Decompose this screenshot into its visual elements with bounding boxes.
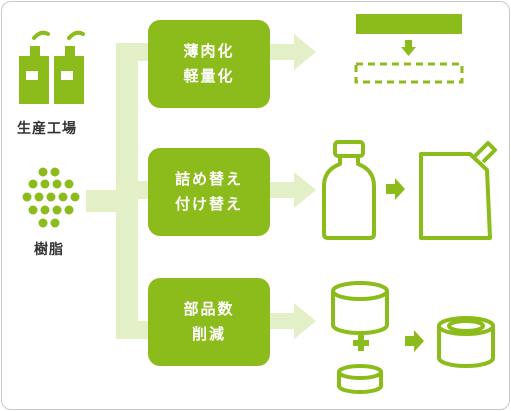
right-arrow-icon: [386, 178, 405, 200]
method-line: 薄肉化: [183, 42, 235, 60]
method-line: 付け替え: [174, 195, 243, 213]
combined-part-icon: [437, 316, 495, 368]
flow-branch-bottom: [116, 321, 150, 339]
thick-sheet: [356, 14, 462, 34]
cap-part-icon: [337, 364, 383, 394]
thin-sheet: [354, 62, 464, 84]
bottle-icon: [322, 140, 376, 240]
flow-connectors: [86, 34, 316, 339]
resin-label: 樹脂: [34, 242, 64, 258]
plus-icon: [353, 335, 369, 351]
method-line: 部品数: [183, 300, 235, 318]
arrow-top: [268, 34, 316, 70]
pouch-icon: [419, 141, 497, 240]
cylinder-part-icon: [331, 281, 389, 335]
factory-label: 生産工場: [17, 121, 77, 137]
method-box-thinning: 薄肉化 軽量化: [148, 20, 270, 108]
right-arrow-icon: [405, 330, 424, 352]
method-line: 軽量化: [183, 67, 235, 85]
arrow-bottom: [268, 303, 316, 339]
parts-reduction: [331, 281, 495, 394]
method-box-refill: 詰め替え 付け替え: [148, 148, 270, 236]
resin-pellets-icon: [22, 167, 80, 228]
flow-branch-middle: [116, 181, 150, 199]
method-line: 詰め替え: [174, 170, 243, 188]
factory-icon: [19, 30, 85, 104]
flow-branch-top: [116, 43, 150, 61]
refill-bottle-pouch: [322, 140, 497, 240]
method-line: 削減: [191, 325, 226, 343]
method-box-parts-reduction: 部品数 削減: [148, 278, 270, 366]
thinning-diagram: [354, 14, 464, 84]
down-arrow-icon: [401, 40, 416, 56]
arrow-middle: [268, 172, 316, 208]
